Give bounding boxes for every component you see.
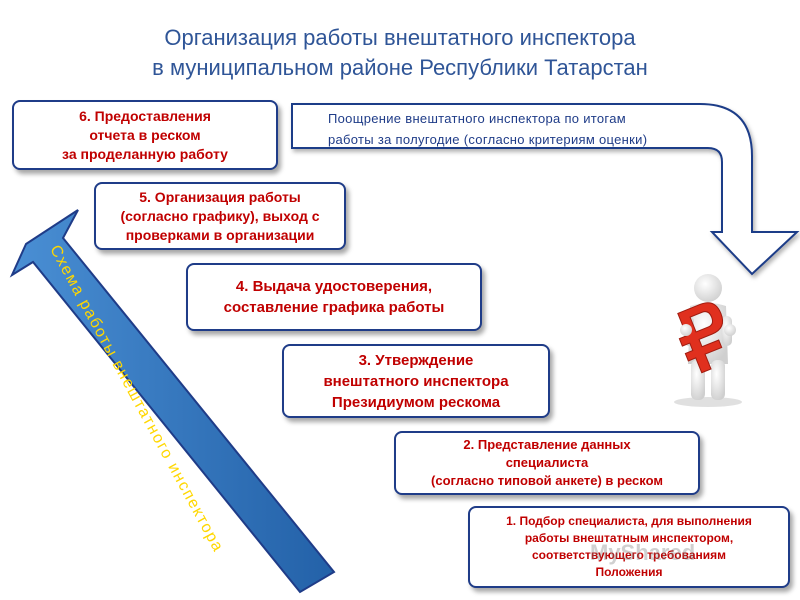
step-2-line-3: (согласно типовой анкете) в реском [431,473,663,488]
step-2-box: 2. Представление данных специалиста (сог… [394,431,700,495]
title-line-2: в муниципальном районе Республики Татарс… [152,55,648,80]
step-1-box: 1. Подбор специалиста, для выполнения ра… [468,506,790,588]
title-line-1: Организация работы внештатного инспектор… [164,25,636,50]
step-6-line-1: 6. Предоставления [79,107,211,124]
step-4-box: 4. Выдача удостоверения, составление гра… [186,263,482,331]
reward-line-2: работы за полугодие (согласно критериям … [328,132,648,147]
step-5-line-1: 5. Организация работы [139,188,301,205]
person-with-ruble-icon [674,274,742,407]
step-6-box: 6. Предоставления отчета в реском за про… [12,100,278,170]
step-3-line-1: 3. Утверждение [358,351,474,369]
step-3-box: 3. Утверждение внештатного инспектора Пр… [282,344,550,418]
watermark: MyShared [590,540,696,565]
step-5-box: 5. Организация работы (согласно графику)… [94,182,346,250]
reward-line-1: Поощрение внештатного инспектора по итог… [328,111,626,126]
step-4-line-2: составление графика работы [223,299,445,316]
step-6-line-3: за проделанную работу [62,145,228,162]
step-1-line-4: Положения [595,565,663,579]
step-3-line-2: внештатного инспектора [323,372,509,390]
step-4-line-1: 4. Выдача удостоверения, [235,278,433,295]
step-3-line-3: Президиумом рескома [331,393,501,411]
step-1-line-2: работы внештатным инспектором, [524,531,734,545]
step-1-line-1: 1. Подбор специалиста, для выполнения [506,514,752,528]
step-5-line-3: проверками в организации [125,226,315,243]
reward-text: Поощрение внештатного инспектора по итог… [328,108,728,150]
step-2-line-2: специалиста [505,455,589,470]
step-1-line-3: соответствующего требованиям [531,548,727,562]
step-2-line-1: 2. Представление данных [463,437,631,452]
step-5-line-2: (согласно графику), выход с [120,207,320,224]
step-6-line-2: отчета в реском [89,126,201,143]
